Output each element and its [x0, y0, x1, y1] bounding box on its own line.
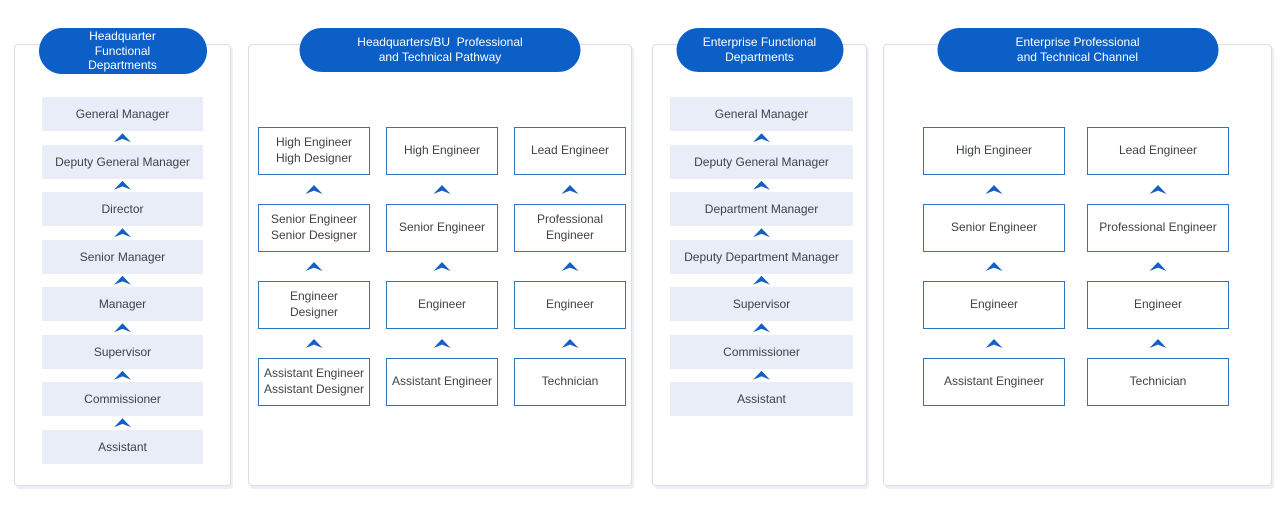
role-box: Professional Engineer — [514, 204, 626, 252]
arrow-up-icon — [305, 185, 323, 194]
role-box: Technician — [514, 358, 626, 406]
arrow-up-icon — [753, 228, 770, 238]
role-box: Manager — [42, 287, 203, 321]
role-box: Assistant Engineer — [923, 358, 1065, 406]
role-box: General Manager — [42, 97, 203, 131]
arrow-up-icon — [561, 185, 579, 194]
role-box: Senior Engineer — [386, 204, 498, 252]
arrow-up-icon — [433, 262, 451, 271]
role-box: Deputy General Manager — [42, 144, 203, 179]
role-box: Deputy General Manager — [670, 144, 853, 179]
panel-headquarter-functional-departments: Headquarter Functional Departments Gener… — [14, 28, 231, 486]
arrow-up-icon — [305, 339, 323, 348]
role-box: Department Manager — [670, 192, 853, 226]
role-box: High Engineer High Designer — [258, 127, 370, 175]
role-box: Assistant — [670, 382, 853, 416]
role-box: Supervisor — [42, 334, 203, 369]
pathway-column: High Engineer Senior Engineer Engineer A… — [386, 127, 498, 406]
panel-headquarters-bu-professional-technical-pathway: Headquarters/BU Professional and Technic… — [248, 28, 632, 486]
arrow-up-icon — [753, 370, 770, 380]
arrow-up-icon — [114, 275, 131, 285]
arrow-up-icon — [1149, 339, 1167, 348]
role-box: Engineer — [514, 281, 626, 329]
panel-enterprise-functional-departments: Enterprise Functional Departments Genera… — [652, 28, 867, 486]
arrow-up-icon — [985, 339, 1003, 348]
arrow-up-icon — [114, 228, 131, 238]
panel-title-pill: Enterprise Functional Departments — [676, 28, 843, 72]
arrow-up-icon — [114, 370, 131, 380]
arrow-up-icon — [114, 133, 131, 143]
role-box: Lead Engineer — [1087, 127, 1229, 175]
arrow-up-icon — [1149, 185, 1167, 194]
pathway-column: Lead Engineer Professional Engineer Engi… — [514, 127, 626, 406]
arrow-up-icon — [433, 185, 451, 194]
arrow-up-icon — [561, 262, 579, 271]
pathway-column: High Engineer High Designer Senior Engin… — [258, 127, 370, 406]
arrow-up-icon — [433, 339, 451, 348]
arrow-up-icon — [753, 323, 770, 333]
role-box: General Manager — [670, 97, 853, 131]
role-box: Senior Engineer Senior Designer — [258, 204, 370, 252]
role-box: Commissioner — [42, 382, 203, 416]
role-box: Assistant — [42, 429, 203, 464]
arrow-up-icon — [114, 323, 131, 333]
role-box: High Engineer — [923, 127, 1065, 175]
role-ladder: General Manager Deputy General Manager D… — [670, 97, 853, 416]
pathway-column: High Engineer Senior Engineer Engineer A… — [923, 127, 1065, 406]
role-box: Professional Engineer — [1087, 204, 1229, 252]
arrow-up-icon — [305, 262, 323, 271]
role-box: Assistant Engineer Assistant Designer — [258, 358, 370, 406]
role-box: Engineer — [923, 281, 1065, 329]
panel-title-pill: Headquarters/BU Professional and Technic… — [299, 28, 581, 72]
role-box: Director — [42, 192, 203, 226]
arrow-up-icon — [985, 262, 1003, 271]
panel-title-pill: Headquarter Functional Departments — [38, 28, 207, 74]
arrow-up-icon — [753, 133, 770, 143]
role-box: Assistant Engineer — [386, 358, 498, 406]
role-box: Engineer — [386, 281, 498, 329]
role-box: Engineer — [1087, 281, 1229, 329]
role-box: Deputy Department Manager — [670, 239, 853, 274]
role-box: Technician — [1087, 358, 1229, 406]
role-box: Senior Engineer — [923, 204, 1065, 252]
role-grid: High Engineer Senior Engineer Engineer A… — [923, 127, 1229, 406]
role-box: Senior Manager — [42, 239, 203, 274]
role-box: Supervisor — [670, 287, 853, 321]
panel-enterprise-professional-technical-channel: Enterprise Professional and Technical Ch… — [883, 28, 1272, 486]
arrow-up-icon — [114, 180, 131, 190]
arrow-up-icon — [753, 180, 770, 190]
pathway-column: Lead Engineer Professional Engineer Engi… — [1087, 127, 1229, 406]
role-box: High Engineer — [386, 127, 498, 175]
panel-title-pill: Enterprise Professional and Technical Ch… — [937, 28, 1218, 72]
role-grid: High Engineer High Designer Senior Engin… — [258, 127, 626, 406]
arrow-up-icon — [561, 339, 579, 348]
arrow-up-icon — [114, 418, 131, 428]
arrow-up-icon — [753, 275, 770, 285]
role-box: Commissioner — [670, 334, 853, 369]
arrow-up-icon — [1149, 262, 1167, 271]
arrow-up-icon — [985, 185, 1003, 194]
role-ladder: General Manager Deputy General Manager D… — [42, 97, 203, 464]
role-box: Lead Engineer — [514, 127, 626, 175]
role-box: Engineer Designer — [258, 281, 370, 329]
